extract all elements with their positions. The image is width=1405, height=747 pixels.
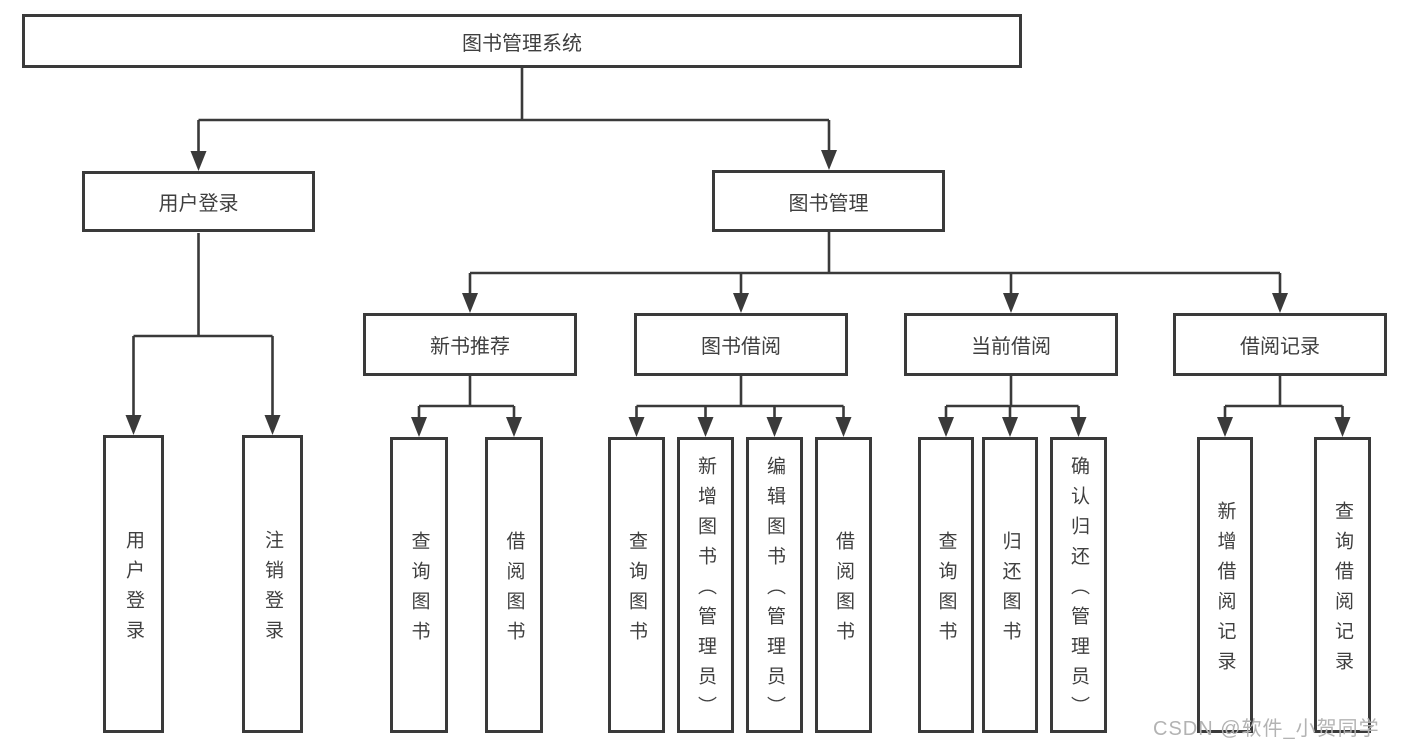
node-label: 查询借阅记录 xyxy=(1332,500,1353,681)
node-borrow-books: 借阅图书 xyxy=(815,437,872,733)
node-label: 注销登录 xyxy=(262,529,283,650)
node-label: 新增图书（管理员） xyxy=(695,455,716,726)
node-book-borrowing: 图书借阅 xyxy=(634,313,848,376)
node-label: 借阅图书 xyxy=(833,530,854,651)
node-current-borrowing: 当前借阅 xyxy=(904,313,1118,376)
csdn-watermark: CSDN @软件_小贺同学 xyxy=(1153,718,1380,740)
node-borrowing-records: 借阅记录 xyxy=(1173,313,1387,376)
node-label: 确认归还（管理员） xyxy=(1068,455,1089,726)
node-label: 编辑图书（管理员） xyxy=(764,455,785,726)
node-query-books-borrow: 查询图书 xyxy=(608,437,665,733)
node-add-borrow-record: 新增借阅记录 xyxy=(1197,437,1253,733)
node-query-books-current: 查询图书 xyxy=(918,437,974,733)
node-edit-books-admin: 编辑图书（管理员） xyxy=(746,437,803,733)
node-label: 图书管理 xyxy=(788,192,869,215)
node-label: 用户登录 xyxy=(158,193,239,215)
node-confirm-return-admin: 确认归还（管理员） xyxy=(1050,437,1107,733)
node-label: 当前借阅 xyxy=(971,336,1051,358)
node-label: 借阅记录 xyxy=(1240,336,1320,358)
node-label: 图书管理系统 xyxy=(462,32,582,55)
node-label: 新增借阅记录 xyxy=(1214,500,1236,681)
node-label: 归还图书 xyxy=(999,530,1021,651)
node-add-books-admin: 新增图书（管理员） xyxy=(677,437,734,733)
node-user-login: 用户登录 xyxy=(82,171,315,232)
node-user-login-action: 用户登录 xyxy=(103,435,164,733)
node-return-books: 归还图书 xyxy=(982,437,1038,733)
node-query-books-recommend: 查询图书 xyxy=(390,437,448,733)
node-book-management: 图书管理 xyxy=(712,170,945,232)
node-new-book-recommendation: 新书推荐 xyxy=(363,313,577,376)
node-label: 查询图书 xyxy=(626,530,647,651)
node-label: 借阅图书 xyxy=(503,530,525,651)
node-logout: 注销登录 xyxy=(242,435,303,733)
node-label: 查询图书 xyxy=(408,530,430,651)
node-query-borrow-record: 查询借阅记录 xyxy=(1314,437,1371,733)
node-borrow-books-recommend: 借阅图书 xyxy=(485,437,543,733)
node-label: 新书推荐 xyxy=(430,336,510,358)
node-library-management-system: 图书管理系统 xyxy=(22,14,1022,68)
node-label: 用户登录 xyxy=(123,529,144,650)
node-label: 查询图书 xyxy=(935,530,957,651)
node-label: 图书借阅 xyxy=(701,336,781,358)
